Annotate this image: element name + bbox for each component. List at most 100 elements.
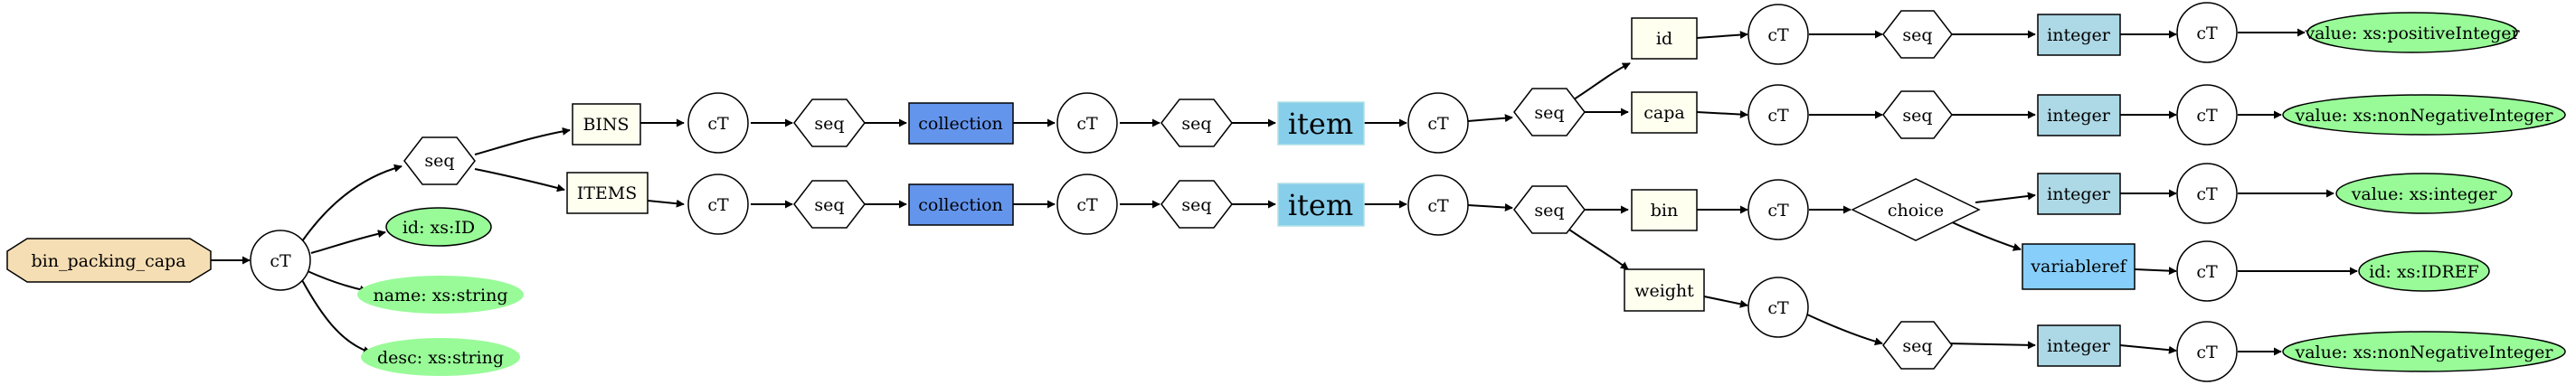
seq-node-item-bins: seq: [1513, 88, 1586, 136]
element-weight-label: weight: [1634, 281, 1694, 301]
collection-node-bins: collection: [908, 102, 1014, 145]
seq-node-id: seq: [1882, 10, 1953, 59]
edge-seqweight-int: [1949, 341, 2036, 350]
ct-node-item-items: cT: [1407, 174, 1469, 236]
ct-node-root: cT: [250, 230, 311, 291]
element-capa-node: capa: [1631, 91, 1698, 134]
integer-node-id: integer: [2037, 14, 2121, 56]
element-items-node: ITEMS: [566, 172, 649, 214]
integer-label: integer: [2047, 25, 2111, 45]
ct-label: cT: [2196, 106, 2218, 126]
integer-label: integer: [2047, 184, 2111, 204]
ct-label: cT: [707, 114, 729, 134]
edge-ctweight-seq: [1806, 314, 1883, 346]
value-label: value: xs:positiveInteger: [2304, 23, 2520, 43]
ct-node-int-capa: cT: [2176, 84, 2238, 146]
ct-label: cT: [1076, 195, 1098, 215]
seq-node-bins: seq: [793, 99, 866, 147]
edge-ct-attr-name: [307, 270, 368, 294]
ct-label: cT: [1767, 25, 1789, 45]
edge-seqroot-items: [474, 168, 565, 192]
seq-label: seq: [1181, 195, 1211, 215]
value-label: value: xs:integer: [2351, 184, 2498, 204]
edge-varref-ct: [2134, 267, 2177, 276]
edge-seqitemitems-weight: [1566, 227, 1629, 270]
attribute-id-label: id: xs:ID: [402, 218, 475, 238]
ct-node-items: cT: [687, 174, 749, 235]
item-node-bins: item: [1277, 101, 1365, 146]
ct-node-item-bins: cT: [1407, 92, 1469, 154]
ct-label: cT: [270, 251, 291, 271]
element-weight-node: weight: [1624, 268, 1705, 312]
choice-label: choice: [1888, 201, 1944, 221]
edge-items-ct: [647, 199, 685, 208]
value-node-weight: value: xs:nonNegativeInteger: [2282, 331, 2566, 372]
ct-node-bins: cT: [687, 92, 749, 154]
edge-ct-attr-id: [310, 230, 386, 254]
attribute-name-node: name: xs:string: [357, 276, 524, 314]
seq-label: seq: [1181, 114, 1211, 134]
value-node-id: value: xs:positiveInteger: [2304, 12, 2520, 53]
ct-label: cT: [2196, 262, 2218, 282]
seq-node-root: seq: [403, 136, 476, 185]
element-capa-label: capa: [1643, 103, 1684, 123]
element-bin-node: bin: [1631, 189, 1698, 231]
ct-node-coll-items: cT: [1056, 174, 1118, 235]
seq-label: seq: [814, 195, 844, 215]
element-items-label: ITEMS: [577, 183, 638, 203]
choice-node-bin: choice: [1851, 178, 1981, 241]
ct-node-int-id: cT: [2176, 2, 2238, 63]
seq-label: seq: [1534, 103, 1564, 123]
value-node-capa: value: xs:nonNegativeInteger: [2282, 94, 2566, 136]
integer-label: integer: [2047, 336, 2111, 356]
ct-label: cT: [1427, 114, 1449, 134]
ct-node-weight: cT: [1747, 277, 1809, 338]
value-label: value: xs:nonNegativeInteger: [2295, 343, 2554, 362]
root-label: bin_packing_capa: [31, 251, 185, 271]
variableref-node-bin: variableref: [2022, 243, 2136, 290]
seq-label: seq: [1902, 336, 1932, 356]
seq-node-item-items: seq: [1513, 185, 1586, 234]
edge-choice-int: [1975, 192, 2036, 203]
ct-label: cT: [1076, 114, 1098, 134]
ct-label: cT: [1767, 106, 1789, 126]
integer-node-capa: integer: [2037, 94, 2121, 136]
edge-ctitemitems-seq: [1467, 203, 1513, 211]
element-id-node: id: [1631, 17, 1698, 60]
ct-node-id: cT: [1747, 4, 1809, 65]
edge-ct-seq-root: [301, 164, 402, 242]
integer-node-bin: integer: [2037, 173, 2121, 215]
edge-ct-attr-desc: [301, 279, 372, 354]
seq-label: seq: [1534, 201, 1564, 221]
seq-label: seq: [814, 114, 844, 134]
variableref-label: variableref: [2030, 257, 2127, 277]
collection-node-items: collection: [908, 183, 1014, 226]
item-label: item: [1288, 107, 1353, 141]
nodes: bin_packing_capa cT id: xs:ID name: xs:s…: [6, 2, 2566, 382]
ct-label: cT: [1767, 298, 1789, 318]
ct-node-coll-bins: cT: [1056, 92, 1118, 154]
integer-label: integer: [2047, 106, 2111, 126]
item-node-items: item: [1277, 183, 1365, 227]
attribute-id-node: id: xs:ID: [385, 207, 492, 247]
value-node-varref: id: xs:IDREF: [2358, 250, 2490, 292]
ct-node-int-weight: cT: [2176, 321, 2238, 382]
attribute-desc-node: desc: xs:string: [361, 338, 520, 376]
edge-seqroot-bins: [474, 127, 571, 155]
ct-label: cT: [2196, 343, 2218, 362]
integer-node-weight: integer: [2037, 324, 2121, 367]
edge-choice-varref: [1947, 220, 2022, 251]
seq-node-items: seq: [793, 180, 866, 229]
collection-label: collection: [918, 195, 1003, 215]
ct-label: cT: [2196, 23, 2218, 43]
seq-node-weight: seq: [1882, 321, 1953, 370]
element-bins-label: BINS: [582, 115, 629, 135]
item-label: item: [1288, 188, 1353, 222]
value-label: value: xs:nonNegativeInteger: [2295, 106, 2554, 126]
edge-intweight-ct: [2119, 344, 2177, 354]
edge-weight-ct: [1703, 296, 1748, 308]
ct-node-varref: cT: [2176, 240, 2238, 302]
value-label: id: xs:IDREF: [2369, 262, 2479, 282]
collection-label: collection: [918, 114, 1003, 134]
seq-node-coll-bins: seq: [1160, 99, 1233, 147]
